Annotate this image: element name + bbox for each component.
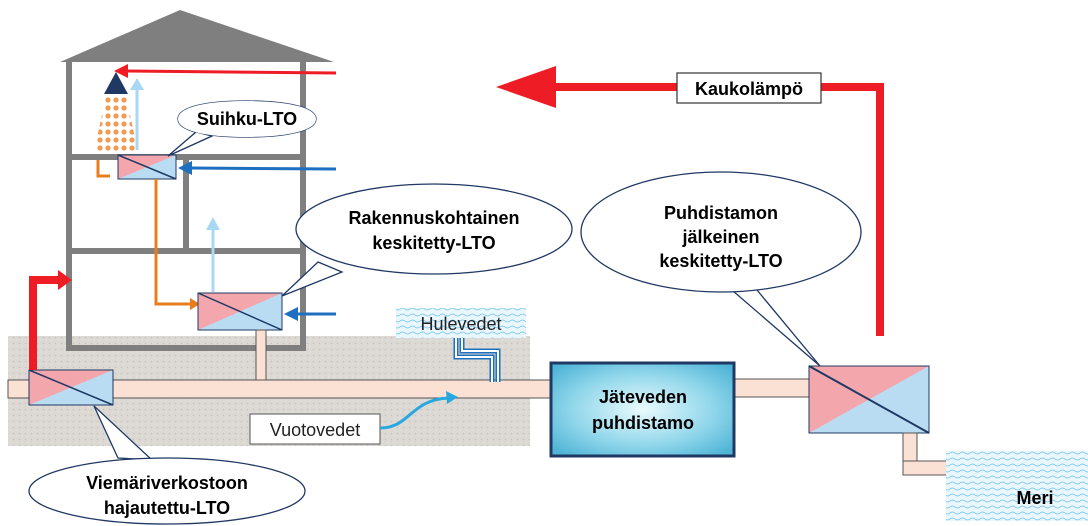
stormwater-label-box [396, 308, 526, 338]
stormwater-label: Hulevedet [420, 314, 501, 334]
callout-sewer-hx: Viemäriverkostoon hajautettu-LTO [28, 405, 306, 525]
arrow-head-icon [178, 161, 192, 175]
sea-label: Meri [1016, 488, 1053, 508]
callout-shower-hx: Suihku-LTO [167, 100, 317, 157]
drain-stub-pipe [255, 329, 267, 383]
hot-water-line-shower [125, 69, 337, 75]
sewer-heat-exchanger [28, 369, 114, 406]
district-heating-label-box [676, 72, 822, 104]
arrow-head-icon [284, 307, 298, 321]
callout-sewer-hx-label-line1: Viemäriverkostoon [86, 473, 248, 493]
house-roof [60, 10, 334, 62]
outlet-pipe [733, 378, 811, 398]
shower-heat-exchanger [117, 154, 177, 180]
building-heat-exchanger [197, 292, 283, 331]
callout-building-hx-label-line2: keskitetty-LTO [372, 233, 495, 253]
callout-building-hx: Rakennuskohtainen keskitetty-LTO [281, 183, 573, 297]
callout-plant-hx: Puhdistamon jälkeinen keskitetty-LTO [580, 171, 862, 367]
callout-plant-hx-label-line3: keskitetty-LTO [659, 251, 782, 271]
plant-heat-exchanger [808, 365, 930, 434]
treatment-plant-label-line2: puhdistamo [592, 413, 694, 433]
arrow-head-icon [206, 217, 220, 230]
callout-building-hx-label-line1: Rakennuskohtainen [348, 208, 519, 228]
sea [946, 451, 1088, 521]
shower-head-icon [104, 72, 128, 94]
arrow-head-icon [130, 78, 144, 90]
hot-water-line-sewer [29, 276, 62, 370]
shower-spray-icon [94, 96, 138, 152]
warm-drain-line-building [154, 179, 196, 306]
arrow-head-icon [190, 298, 200, 310]
callout-sewer-hx-label-line2: hajautettu-LTO [104, 498, 230, 518]
stormwater-pipes [453, 337, 501, 382]
callout-plant-hx-label-line1: Puhdistamon [664, 203, 778, 223]
arrow-head-icon [496, 66, 556, 108]
leakage-arrow [379, 396, 449, 430]
callout-shower-hx-label: Suihku-LTO [197, 109, 297, 129]
cold-water-line-shower [189, 166, 337, 171]
treatment-plant-label-line1: Jäteveden [599, 387, 687, 407]
treatment-plant [549, 361, 736, 458]
arrow-head-icon [446, 391, 458, 404]
arrow-head-icon [114, 64, 128, 78]
leakage-label: Vuotovedet [270, 420, 360, 440]
warm-drain-line-shower [96, 160, 110, 178]
district-heating-line [550, 83, 884, 336]
arrow-head-icon [58, 270, 72, 290]
leakage-label-box [249, 413, 381, 445]
callout-plant-hx-label-line2: jälkeinen [681, 227, 759, 247]
district-heating-label: Kaukolämpö [695, 79, 803, 99]
